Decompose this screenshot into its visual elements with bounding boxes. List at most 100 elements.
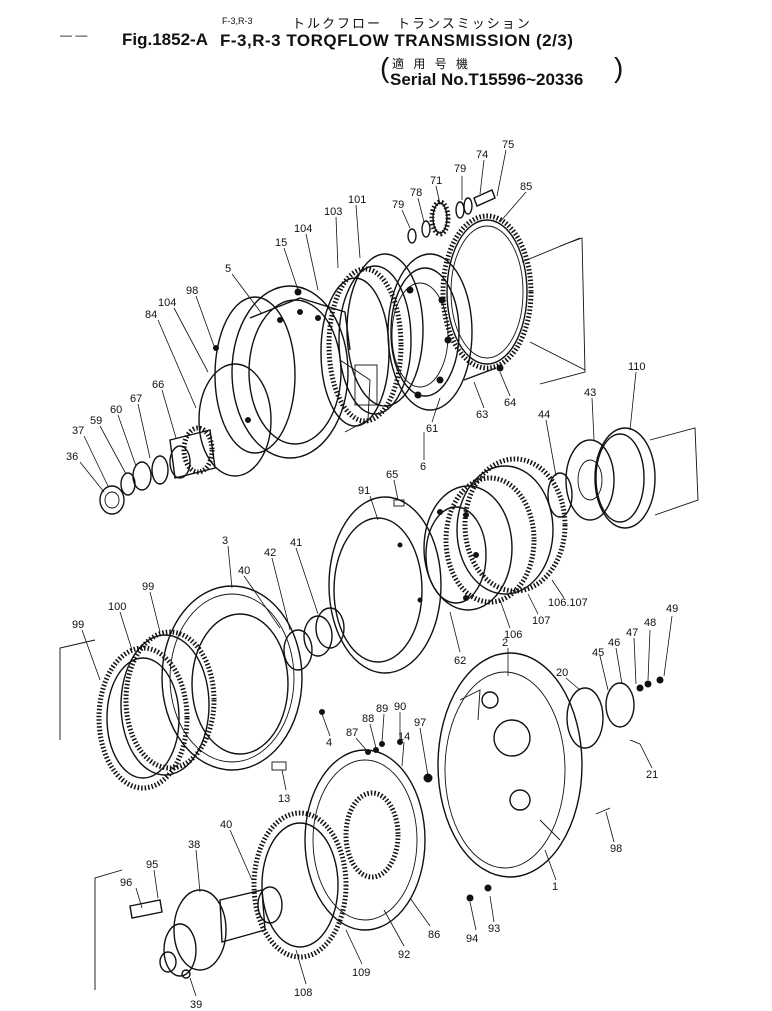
- label-63: 63: [476, 409, 488, 421]
- bearing-cover-20-45: [566, 676, 664, 815]
- label-60: 60: [110, 404, 122, 416]
- header-dash: — —: [60, 28, 88, 42]
- label-92: 92: [398, 949, 410, 961]
- label-13: 13: [278, 793, 290, 805]
- case-1: [437, 652, 583, 878]
- label-99-b: 99: [72, 619, 84, 631]
- label-89: 89: [376, 703, 388, 715]
- label-79-b: 79: [454, 163, 466, 175]
- label-71: 71: [430, 175, 442, 187]
- clutch-pack-106-107: [393, 456, 573, 611]
- label-38: 38: [188, 839, 200, 851]
- label-4: 4: [326, 737, 332, 749]
- label-90: 90: [394, 701, 406, 713]
- label-98: 98: [186, 285, 198, 297]
- label-2: 2: [502, 637, 508, 649]
- label-40-b: 40: [220, 819, 232, 831]
- carrier-housing: [387, 253, 504, 411]
- piston-91: [328, 496, 442, 674]
- label-41: 41: [290, 537, 302, 549]
- serial-number-range: Serial No.T15596~20336: [390, 70, 584, 89]
- gear-108-109: [251, 810, 349, 960]
- housing-3: [161, 585, 325, 771]
- ring-gears-99-100: [59, 629, 217, 791]
- label-98-b: 98: [610, 843, 622, 855]
- label-36: 36: [66, 451, 78, 463]
- label-59: 59: [90, 415, 102, 427]
- label-85: 85: [520, 181, 532, 193]
- label-46: 46: [608, 637, 620, 649]
- label-106: 106: [504, 629, 522, 641]
- figure-header: — — Fig.1852-A F-3,R-3 トルクフロー トランスミッション …: [0, 0, 772, 100]
- title-text: F-3,R-3 TORQFLOW TRANSMISSION: [220, 31, 531, 50]
- label-61: 61: [426, 423, 438, 435]
- label-74: 74: [476, 149, 488, 161]
- figure-title: F-3,R-3 TORQFLOW TRANSMISSION (2/3): [220, 31, 573, 51]
- seal-rings-104-84: [198, 296, 296, 477]
- label-108: 108: [294, 987, 312, 999]
- label-20: 20: [556, 667, 568, 679]
- plate-86-92: [304, 739, 492, 931]
- label-1: 1: [552, 881, 558, 893]
- label-79: 79: [392, 199, 404, 211]
- label-15: 15: [275, 237, 287, 249]
- output-shaft-38: [94, 869, 266, 990]
- label-100: 100: [108, 601, 126, 613]
- large-ring-gear-85: [440, 213, 586, 385]
- part-number-labels: 75 74 79 71 78 79 85 101 103 104 15 5 98…: [66, 139, 678, 1011]
- label-6: 6: [420, 461, 426, 473]
- label-67: 67: [130, 393, 142, 405]
- label-44: 44: [538, 409, 550, 421]
- label-49: 49: [666, 603, 678, 615]
- label-37: 37: [72, 425, 84, 437]
- label-5: 5: [225, 263, 231, 275]
- page-fraction: (2/3): [535, 31, 574, 50]
- label-103: 103: [324, 206, 342, 218]
- label-43: 43: [584, 387, 596, 399]
- label-86: 86: [428, 929, 440, 941]
- label-93: 93: [488, 923, 500, 935]
- label-14: 14: [398, 731, 410, 743]
- label-78: 78: [410, 187, 422, 199]
- label-47: 47: [626, 627, 638, 639]
- label-97: 97: [414, 717, 426, 729]
- serial-paren-close: ): [614, 52, 624, 83]
- seal-rings-40-41-42: [283, 607, 345, 671]
- label-66: 66: [152, 379, 164, 391]
- label-39: 39: [190, 999, 202, 1011]
- model-code-small: F-3,R-3: [222, 16, 253, 26]
- leader-lines: [79, 149, 673, 997]
- label-45: 45: [592, 647, 604, 659]
- label-104-b: 104: [158, 297, 176, 309]
- serial-japanese-label: 適 用 号 機: [392, 57, 472, 71]
- label-48: 48: [644, 617, 656, 629]
- label-107: 107: [532, 615, 550, 627]
- label-91: 91: [358, 485, 370, 497]
- label-109: 109: [352, 967, 370, 979]
- label-95: 95: [146, 859, 158, 871]
- label-62: 62: [454, 655, 466, 667]
- label-106-107: 106.107: [548, 597, 588, 609]
- label-21: 21: [646, 769, 658, 781]
- label-104: 104: [294, 223, 312, 235]
- label-87: 87: [346, 727, 358, 739]
- input-shaft-66: [99, 425, 216, 515]
- label-64: 64: [504, 397, 516, 409]
- japanese-title: トルクフロー トランスミッション: [292, 16, 532, 31]
- label-65: 65: [386, 469, 398, 481]
- serial-paren-open: (: [380, 52, 390, 83]
- label-84: 84: [145, 309, 157, 321]
- label-110: 110: [628, 361, 646, 373]
- label-96: 96: [120, 877, 132, 889]
- label-42: 42: [264, 547, 276, 559]
- label-88: 88: [362, 713, 374, 725]
- end-plate-110-43: [565, 427, 699, 529]
- label-101: 101: [348, 194, 366, 206]
- label-75: 75: [502, 139, 514, 151]
- figure-number: Fig.1852-A: [122, 30, 208, 49]
- label-3: 3: [222, 535, 228, 547]
- label-40: 40: [238, 565, 250, 577]
- label-99: 99: [142, 581, 154, 593]
- label-94: 94: [466, 933, 478, 945]
